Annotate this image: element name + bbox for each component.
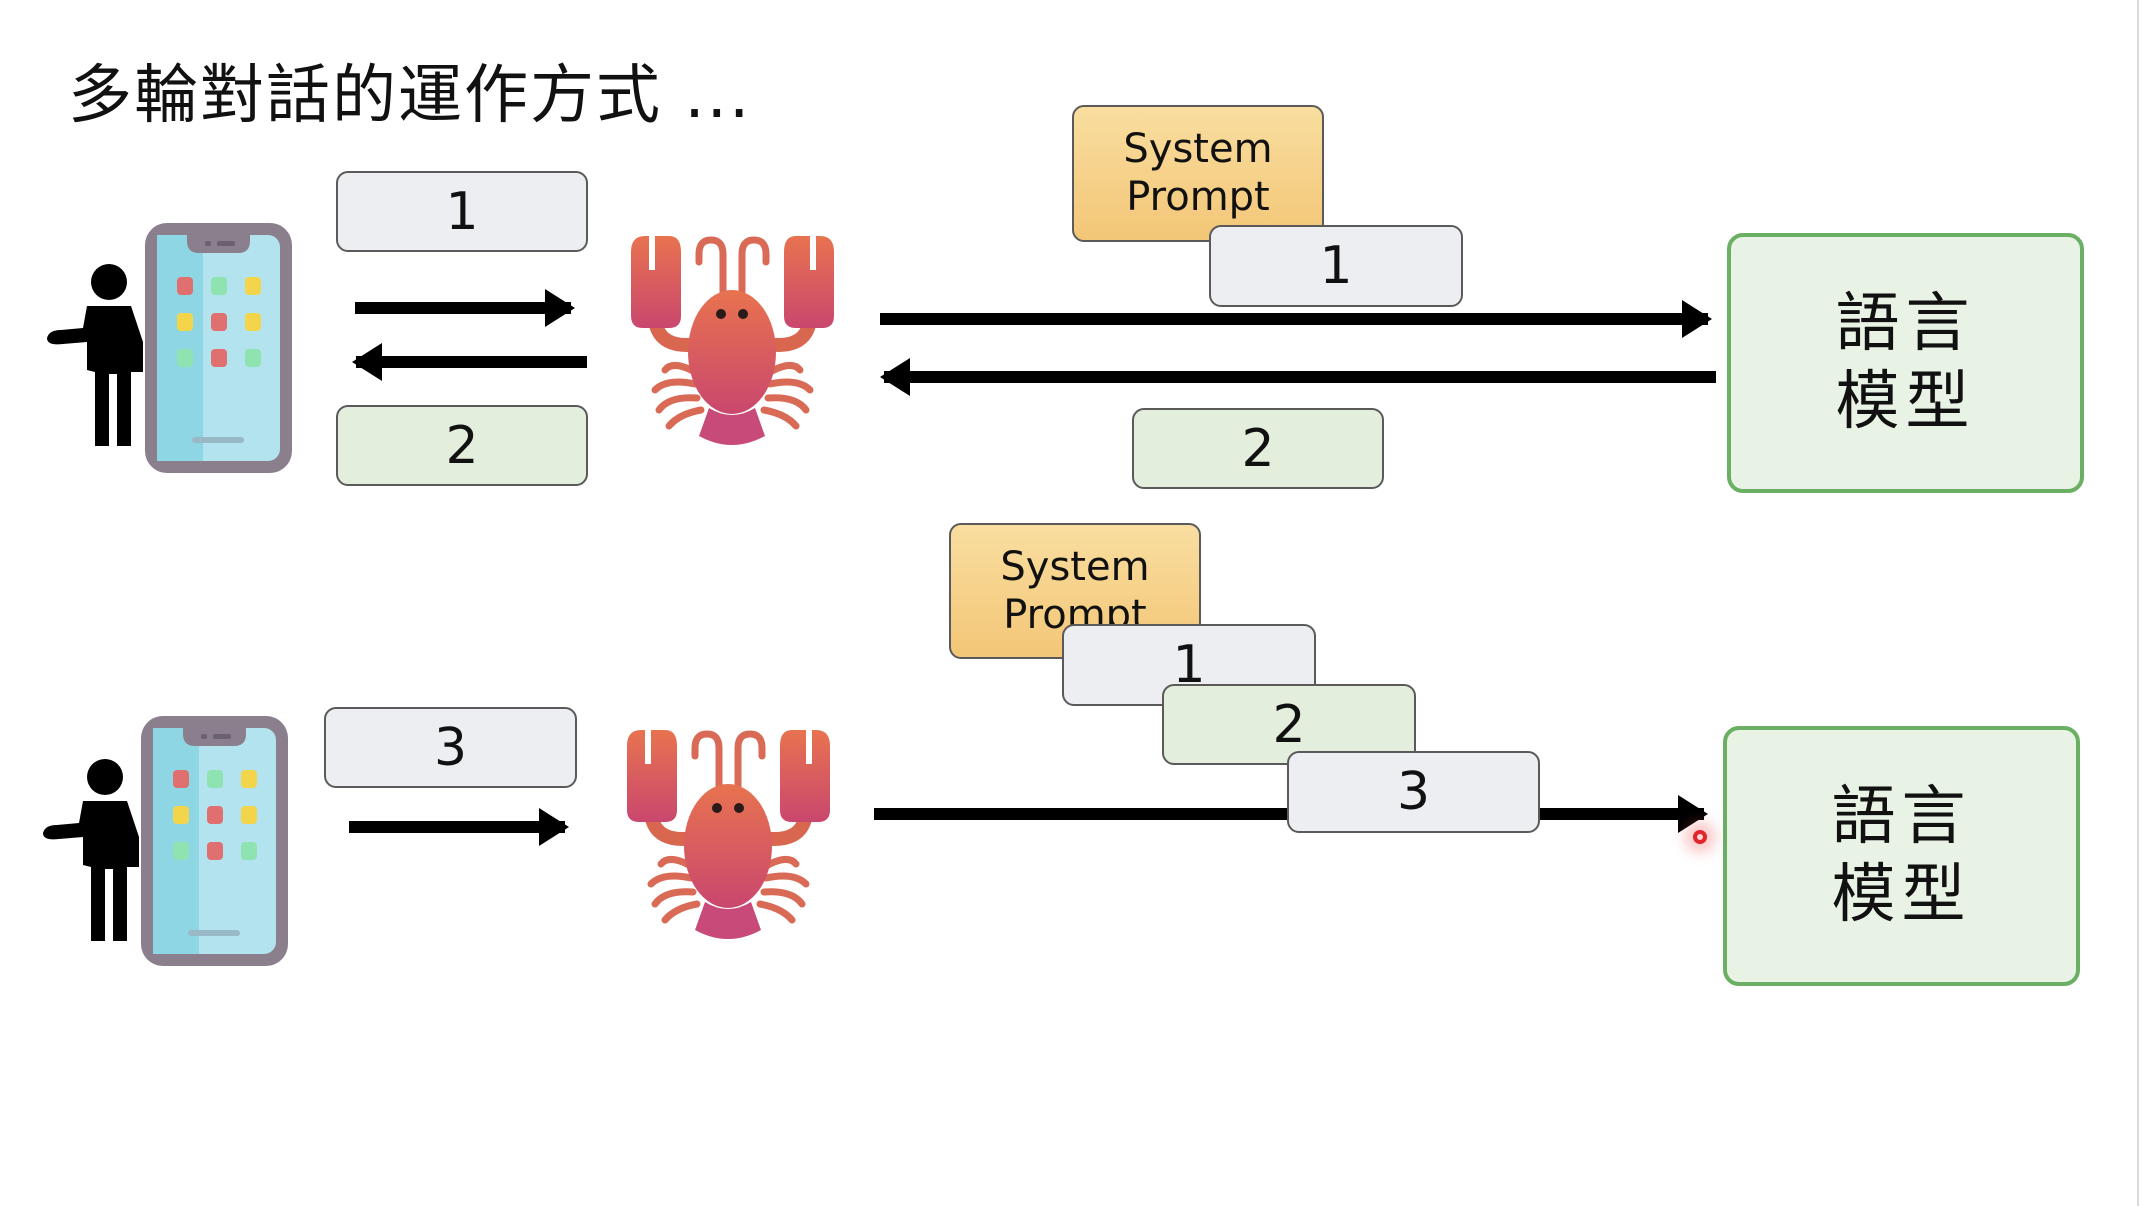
smartphone-icon [141,716,288,966]
system-prompt-line-1: System [1000,544,1150,590]
slide-title: 多輪對話的運作方式 ... [68,59,752,133]
model-output-message-label: 2 [1241,418,1275,479]
person-icon [43,759,139,941]
model-input-message-box: 1 [1209,225,1463,307]
context-message-box-2: 2 [1162,684,1416,765]
model-label-line-2: 模型 [1831,858,1972,932]
arrow-from-model [880,358,1716,396]
language-model-box: 語言模型 [1723,726,2080,986]
slide-edge [2137,0,2139,1206]
model-input-message-label: 1 [1319,236,1353,296]
model-label-line-1: 語言 [1831,780,1972,854]
smartphone-icon [145,223,292,473]
user-message-label: 1 [445,181,479,242]
user-message-box: 3 [324,707,577,788]
arrow-to-model [880,300,1712,338]
person-icon [47,264,143,446]
arrow-to-user [352,343,587,381]
phone-app-grid [177,277,261,367]
user-message-box: 1 [336,171,588,252]
arrow-to-agent [355,289,575,327]
system-prompt-line-1: System [1123,126,1273,172]
user-message-label: 3 [433,717,468,778]
context-message-label-3: 3 [1396,762,1431,822]
lobster-icon [627,730,830,939]
lobster-icon [631,236,834,445]
phone-app-grid [173,770,257,860]
model-output-message-box: 2 [1132,408,1384,489]
laser-pointer-icon [1693,830,1707,844]
model-label-line-2: 模型 [1835,365,1976,439]
arrow-to-agent [349,808,569,846]
language-model-box: 語言模型 [1727,233,2084,493]
reply-message-box: 2 [336,405,588,486]
system-prompt-line-2: Prompt [1126,174,1270,220]
reply-message-label: 2 [445,415,479,476]
context-message-label-2: 2 [1272,694,1306,755]
context-message-box-3: 3 [1287,751,1540,833]
model-label-line-1: 語言 [1835,287,1976,361]
